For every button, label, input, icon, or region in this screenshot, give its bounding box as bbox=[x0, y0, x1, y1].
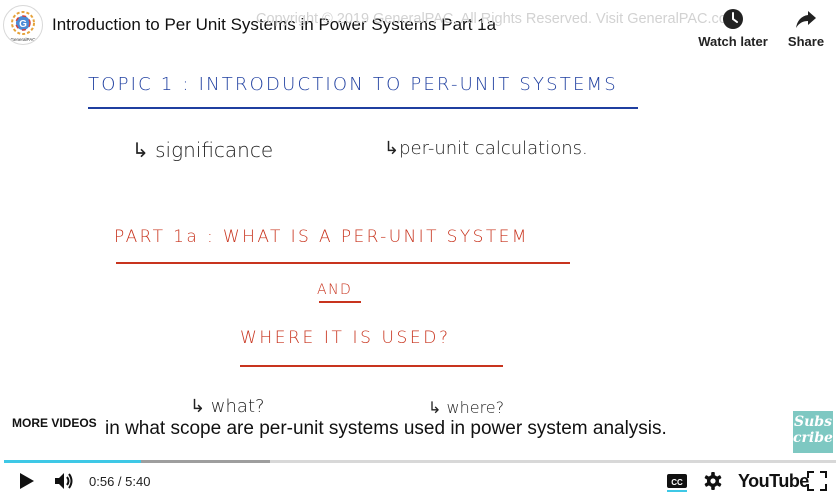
bullet-calculations: ↳per-unit calculations. bbox=[384, 138, 588, 159]
copyright-watermark: Copyright © 2019 GeneralPAC. All Rights … bbox=[256, 11, 739, 27]
clock-icon bbox=[723, 9, 743, 29]
share-label: Share bbox=[787, 34, 825, 49]
watch-later-label: Watch later bbox=[698, 34, 768, 49]
svg-text:CC: CC bbox=[671, 478, 683, 487]
settings-gear-icon[interactable] bbox=[702, 470, 724, 492]
svg-text:GeneralPAC: GeneralPAC bbox=[11, 37, 37, 42]
video-frame[interactable]: TOPIC 1 : INTRODUCTION TO PER-UNIT SYSTE… bbox=[0, 56, 840, 456]
time-separator: / bbox=[114, 474, 126, 489]
bullet-what: ↳ what? bbox=[190, 396, 265, 417]
play-icon[interactable] bbox=[15, 470, 37, 492]
subscribe-watermark-button[interactable]: Subs cribe bbox=[793, 411, 833, 453]
where-underline bbox=[240, 365, 503, 367]
fullscreen-icon[interactable] bbox=[806, 470, 828, 492]
slide-topic-heading: TOPIC 1 : INTRODUCTION TO PER-UNIT SYSTE… bbox=[88, 74, 618, 95]
duration: 5:40 bbox=[125, 474, 151, 489]
control-bar: 0:56 / 5:40 CC YouTube bbox=[0, 466, 840, 495]
and-underline bbox=[319, 301, 361, 303]
share-button[interactable]: Share bbox=[784, 8, 828, 49]
svg-text:G: G bbox=[19, 19, 27, 30]
more-videos-button[interactable]: MORE VIDEOS bbox=[12, 416, 97, 430]
progress-played bbox=[4, 460, 142, 463]
youtube-logo[interactable]: YouTube bbox=[738, 471, 809, 491]
closed-captions-icon[interactable]: CC bbox=[666, 470, 688, 492]
channel-logo-icon: G GeneralPAC bbox=[11, 11, 37, 42]
progress-bar[interactable] bbox=[4, 460, 836, 463]
video-title[interactable]: Introduction to Per Unit Systems in Powe… bbox=[52, 15, 497, 34]
current-time: 0:56 bbox=[89, 474, 115, 489]
bullet-where: ↳ where? bbox=[428, 398, 505, 417]
top-bar: G GeneralPAC Introduction to Per Unit Sy… bbox=[0, 0, 840, 56]
channel-avatar[interactable]: G GeneralPAC bbox=[3, 5, 43, 45]
volume-icon[interactable] bbox=[53, 470, 75, 492]
and-label: AND bbox=[317, 282, 353, 298]
time-display: 0:56 / 5:40 bbox=[89, 474, 150, 489]
closed-caption-text: in what scope are per-unit systems used … bbox=[99, 414, 673, 452]
part-heading: PART 1a : WHAT IS A PER-UNIT SYSTEM bbox=[114, 227, 529, 247]
share-arrow-icon bbox=[796, 11, 816, 28]
watch-later-button[interactable]: Watch later bbox=[696, 8, 770, 49]
bullet-significance: ↳ significance bbox=[132, 138, 274, 162]
topic-underline bbox=[88, 107, 638, 109]
part-underline bbox=[116, 262, 570, 264]
where-heading: WHERE IT IS USED? bbox=[240, 328, 451, 348]
